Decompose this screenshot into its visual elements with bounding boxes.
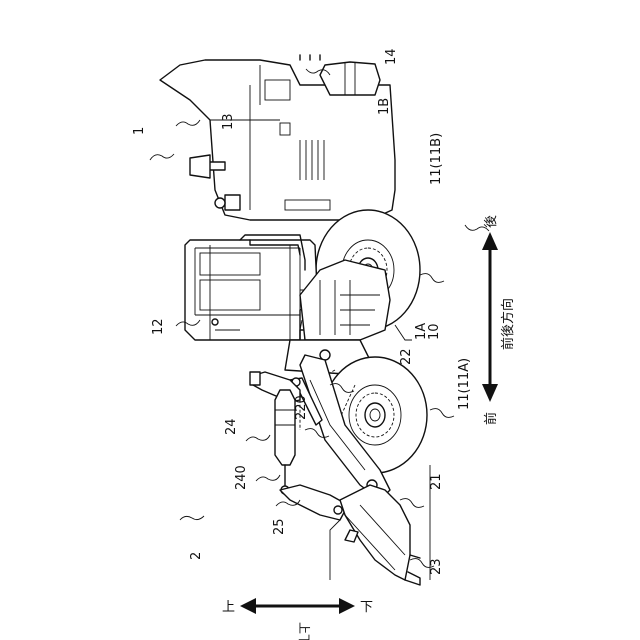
label-engine-room: 13: [221, 113, 236, 130]
back-label: 後: [484, 215, 499, 228]
bucket: [330, 485, 420, 585]
label-bucket-cylinder-pin: 240: [234, 465, 249, 490]
label-rear-body: 1B: [377, 98, 392, 115]
label-rear-wheel: 11(11B): [429, 133, 444, 185]
label-vehicle-body: 10: [427, 323, 442, 340]
label-arm-pin: 220: [294, 395, 309, 420]
label-bucket: 23: [429, 558, 444, 575]
label-arm-cylinder: 22: [399, 348, 414, 365]
label-bucket-cylinder: 24: [224, 418, 239, 435]
label-counterweight: 14: [384, 48, 399, 65]
machine-drawing: 1 10 1A 1B 11(11A) 11(11B) 12 13 14 2 21…: [132, 48, 516, 585]
label-front-body: 1A: [414, 323, 429, 340]
bucket-cylinder: [250, 372, 300, 494]
label-cab: 12: [151, 318, 166, 335]
label-machine: 1: [132, 127, 147, 135]
up-down-title: 上下方向: [297, 622, 312, 640]
up-down-arrow: 上 下 上下方向: [222, 598, 373, 640]
front-back-title: 前後方向: [500, 298, 516, 350]
down-label: 下: [360, 600, 373, 615]
label-link: 25: [272, 518, 287, 535]
front-label: 前: [483, 412, 499, 425]
label-bucket-arm: 21: [429, 473, 444, 490]
label-front-wheel: 11(11A): [457, 358, 472, 410]
front-back-arrow: 前後方向 前 後: [482, 215, 516, 425]
label-work-device: 2: [189, 552, 204, 560]
link: [280, 485, 348, 520]
up-label: 上: [222, 600, 235, 615]
